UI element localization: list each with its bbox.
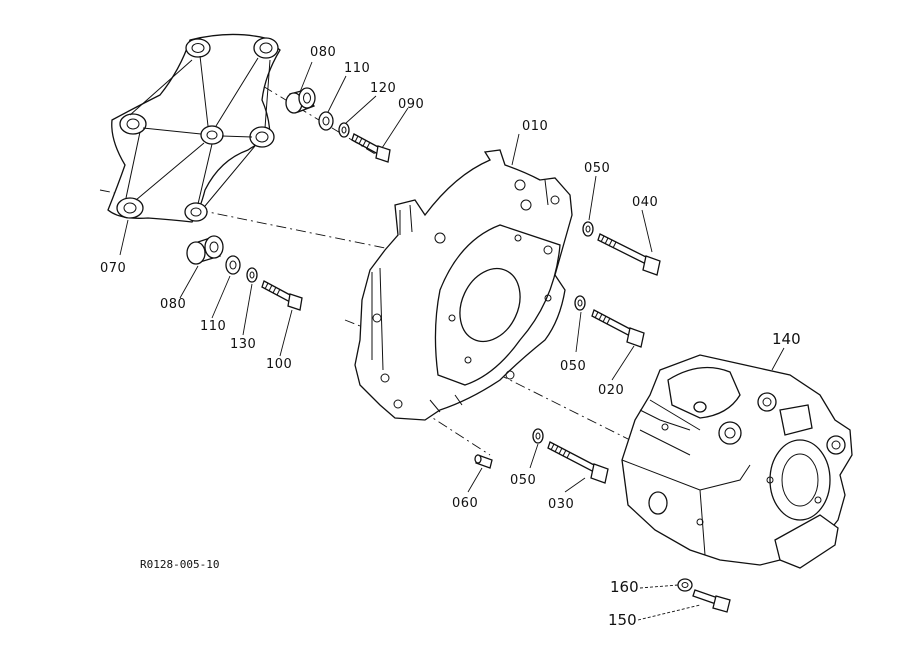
label-160: 160 bbox=[610, 578, 639, 596]
label-080-lower: 080 bbox=[160, 297, 186, 312]
washer-110-lower bbox=[225, 255, 241, 275]
label-130: 130 bbox=[230, 337, 256, 352]
pump-assembly bbox=[621, 354, 853, 569]
label-040: 040 bbox=[632, 195, 658, 210]
flywheel-housing bbox=[354, 149, 573, 421]
part-labels: 080 110 120 090 010 050 040 070 080 110 … bbox=[100, 45, 801, 629]
label-050-c: 050 bbox=[510, 473, 536, 488]
drawing-code: R0128-005-10 bbox=[140, 558, 219, 571]
bolt-040 bbox=[597, 233, 661, 276]
label-030: 030 bbox=[548, 497, 574, 512]
coupling-plate bbox=[107, 33, 281, 223]
label-110-upper: 110 bbox=[344, 61, 370, 76]
leader-lines bbox=[119, 61, 785, 621]
spacer-080-lower bbox=[186, 235, 224, 265]
washer-050-b bbox=[574, 295, 586, 311]
bolt-150 bbox=[692, 589, 731, 613]
washer-110-upper bbox=[318, 111, 334, 131]
washer-050-a bbox=[582, 221, 594, 237]
washer-160 bbox=[677, 578, 693, 592]
label-150: 150 bbox=[608, 611, 637, 629]
label-020: 020 bbox=[598, 383, 624, 398]
bolt-100 bbox=[261, 280, 303, 311]
label-100: 100 bbox=[266, 357, 292, 372]
washer-130 bbox=[246, 267, 258, 283]
label-010: 010 bbox=[522, 119, 548, 134]
bolt-090 bbox=[351, 133, 391, 163]
label-120: 120 bbox=[370, 81, 396, 96]
label-090: 090 bbox=[398, 97, 424, 112]
label-050-b: 050 bbox=[560, 359, 586, 374]
label-050-a: 050 bbox=[584, 161, 610, 176]
label-110-lower: 110 bbox=[200, 319, 226, 334]
bolt-020 bbox=[591, 309, 645, 348]
bolt-030 bbox=[547, 441, 609, 484]
pin-060 bbox=[474, 454, 493, 469]
washer-050-c bbox=[532, 428, 544, 444]
label-060: 060 bbox=[452, 496, 478, 511]
washer-120 bbox=[338, 122, 350, 138]
label-070: 070 bbox=[100, 261, 126, 276]
label-140: 140 bbox=[772, 330, 801, 348]
label-080-upper: 080 bbox=[310, 45, 336, 60]
